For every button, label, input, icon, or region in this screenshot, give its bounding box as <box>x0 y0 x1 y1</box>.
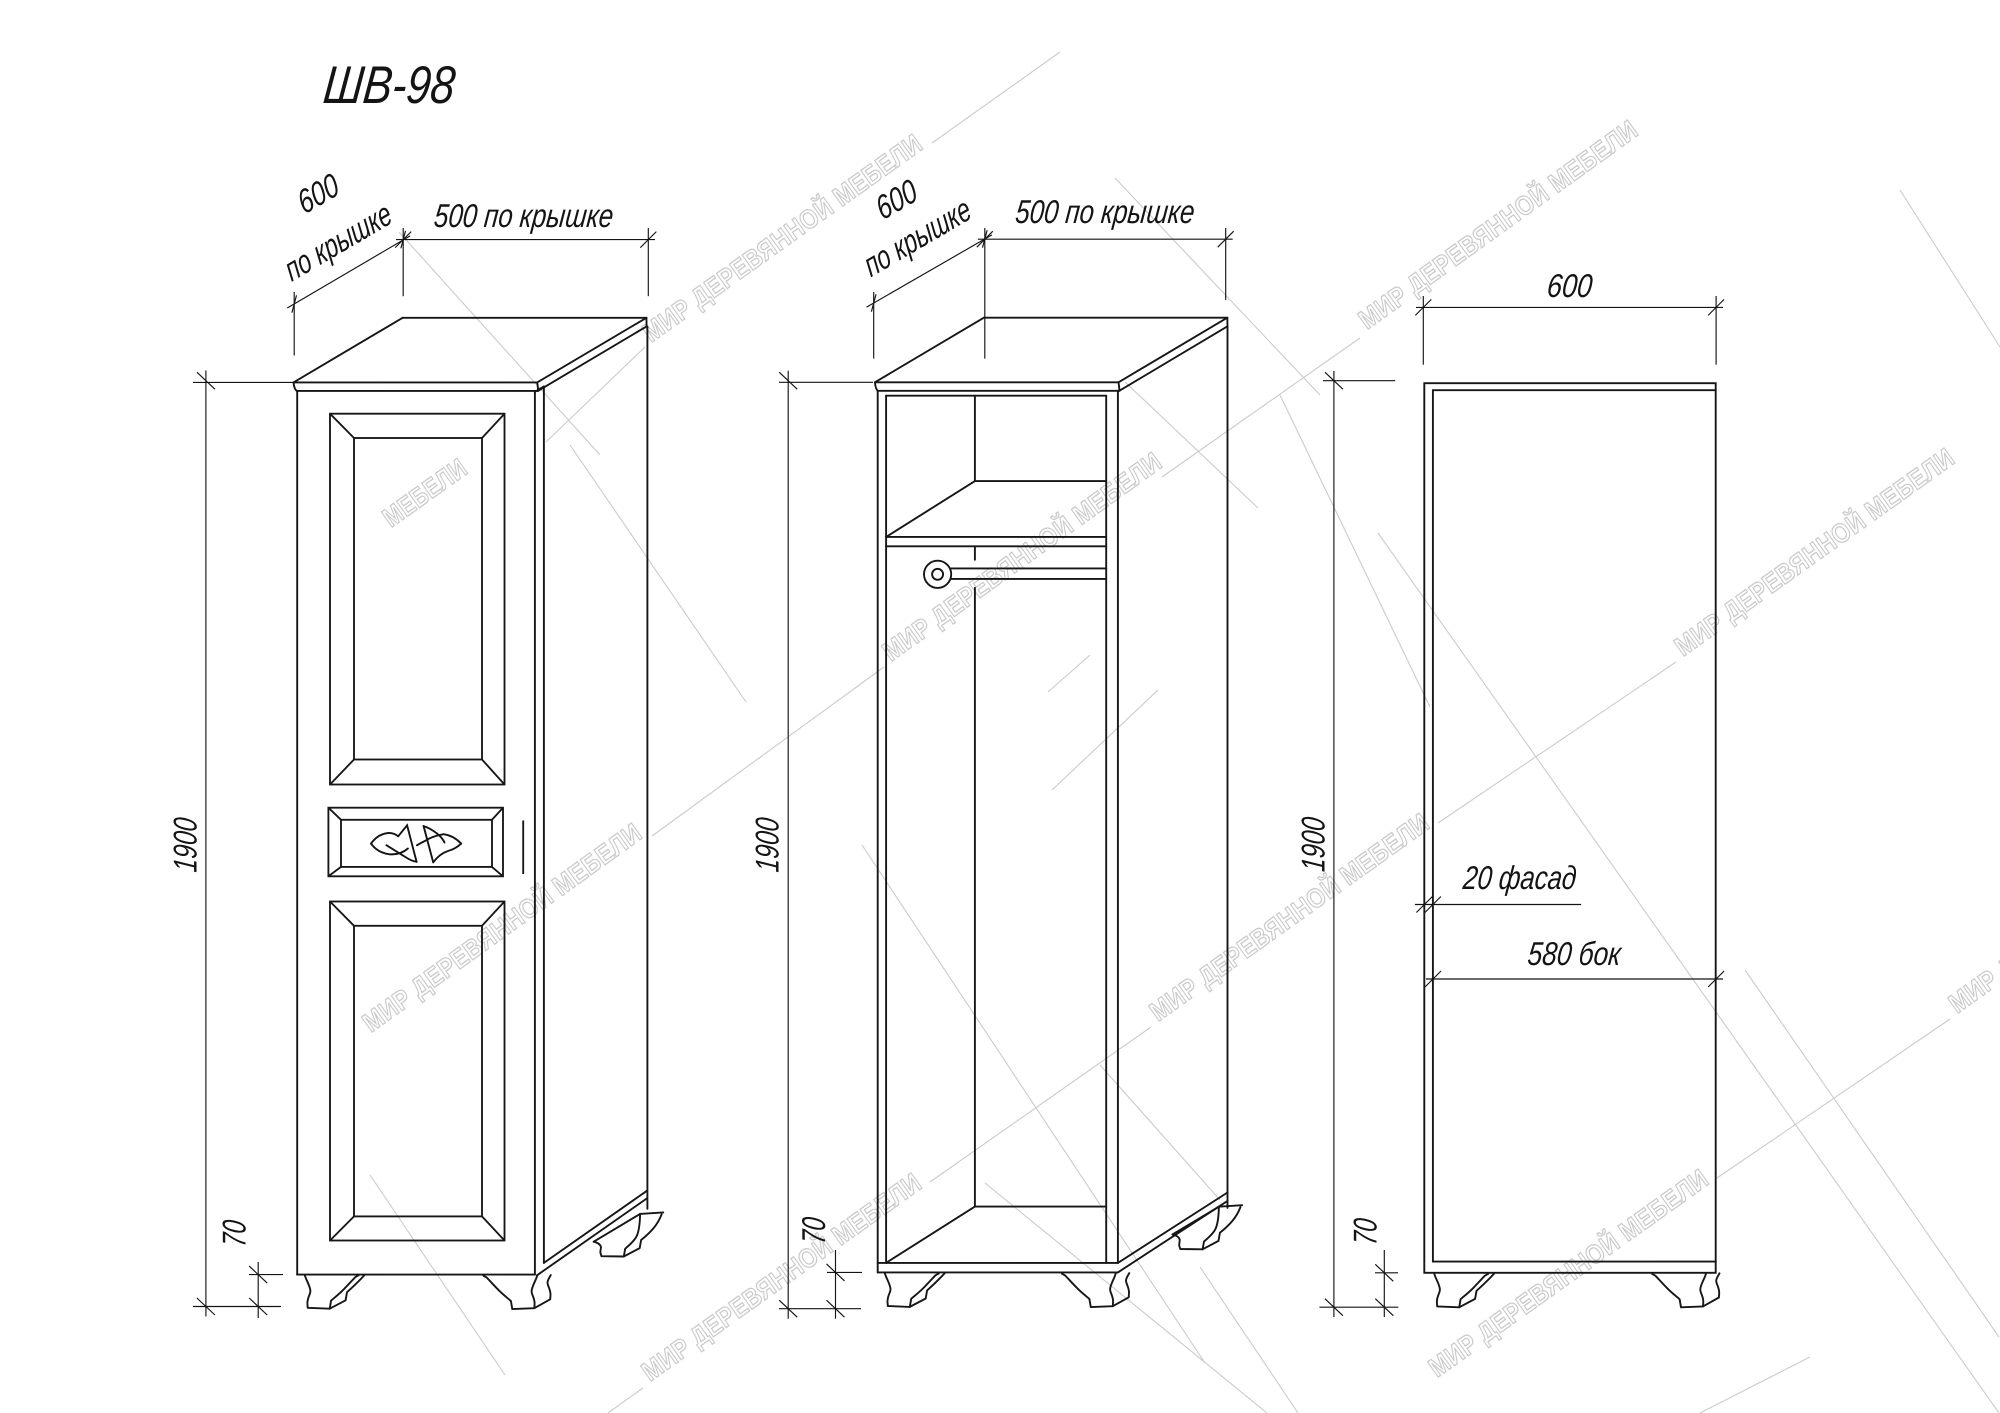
svg-text:70: 70 <box>217 1218 254 1248</box>
svg-text:1900: 1900 <box>1295 815 1332 873</box>
svg-text:500 по крышке: 500 по крышке <box>1014 194 1197 231</box>
svg-text:70: 70 <box>796 1215 833 1245</box>
svg-text:20 фасад: 20 фасад <box>1461 860 1579 897</box>
svg-text:ШВ-98: ШВ-98 <box>321 56 459 115</box>
svg-text:1900: 1900 <box>168 815 205 873</box>
svg-text:600: 600 <box>1545 268 1594 305</box>
svg-text:580 бок: 580 бок <box>1526 936 1624 973</box>
svg-text:1900: 1900 <box>750 815 787 873</box>
svg-text:500 по крышке: 500 по крышке <box>432 198 615 235</box>
svg-text:70: 70 <box>1348 1216 1385 1246</box>
